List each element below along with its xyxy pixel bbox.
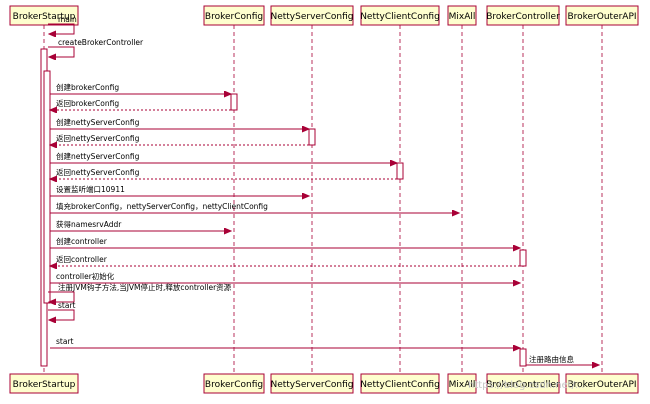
message-0: main bbox=[48, 15, 77, 34]
message-2: 创建brokerConfig bbox=[50, 82, 231, 94]
activation-bar bbox=[519, 348, 527, 367]
participant-label: NettyClientConfig bbox=[360, 380, 440, 390]
message-9: 填充brokerConfig，nettyServerConfig，nettyCl… bbox=[50, 201, 459, 213]
participant-label: NettyServerConfig bbox=[270, 380, 353, 390]
participant-boa-bottom: BrokerOuterAPI bbox=[565, 373, 639, 394]
message-label: 返回controller bbox=[56, 255, 108, 264]
message-6: 创建nettyServerConfig bbox=[50, 151, 397, 163]
message-label: start bbox=[58, 301, 76, 310]
activation-bar bbox=[396, 162, 404, 180]
message-label: 创建nettyServerConfig bbox=[56, 151, 140, 161]
participant-ncc-bottom: NettyClientConfig bbox=[360, 373, 440, 394]
message-label: 获得namesrvAddr bbox=[56, 219, 122, 229]
participant-nsc-bottom: NettyServerConfig bbox=[270, 373, 354, 394]
participant-bctl-top: BrokerController bbox=[486, 5, 560, 26]
participant-label: NettyServerConfig bbox=[270, 12, 353, 22]
message-4: 创建nettyServerConfig bbox=[50, 117, 309, 129]
message-11: 创建controller bbox=[50, 236, 520, 248]
activation-bar bbox=[43, 70, 51, 304]
message-label: 注册路由信息 bbox=[529, 354, 574, 364]
participant-bctl-bottom: BrokerController bbox=[486, 373, 560, 394]
participant-label: BrokerStartup bbox=[13, 380, 76, 390]
participant-bc-bottom: BrokerConfig bbox=[203, 373, 265, 394]
participant-label: BrokerOuterAPI bbox=[567, 12, 636, 22]
participant-bc-top: BrokerConfig bbox=[203, 5, 265, 26]
participant-bs-bottom: BrokerStartup bbox=[9, 373, 79, 394]
message-label: 设置监听端口10911 bbox=[56, 184, 125, 194]
participant-label: BrokerStartup bbox=[13, 12, 76, 22]
participant-label: NettyClientConfig bbox=[360, 12, 440, 22]
participant-bs-top: BrokerStartup bbox=[9, 5, 79, 26]
message-label: 返回nettyServerConfig bbox=[56, 168, 140, 177]
participant-nsc-top: NettyServerConfig bbox=[270, 5, 354, 26]
message-arrow bbox=[48, 23, 75, 34]
message-15: start bbox=[48, 301, 76, 320]
message-arrow bbox=[48, 291, 75, 302]
activation-bar bbox=[308, 128, 316, 146]
message-5: 返回nettyServerConfig bbox=[50, 134, 309, 145]
participant-ma-top: MixAll bbox=[447, 5, 477, 26]
message-label: 创建brokerConfig bbox=[56, 82, 119, 92]
message-13: controller初始化 bbox=[50, 271, 520, 283]
message-label: start bbox=[56, 337, 74, 346]
participant-ncc-top: NettyClientConfig bbox=[360, 5, 440, 26]
message-12: 返回controller bbox=[50, 255, 520, 266]
message-10: 获得namesrvAddr bbox=[50, 219, 231, 231]
participant-label: BrokerController bbox=[486, 12, 560, 22]
participant-label: BrokerOuterAPI bbox=[567, 380, 636, 390]
activation-bar bbox=[230, 93, 238, 111]
activation-bar bbox=[519, 249, 527, 267]
message-14: 注册JVM钩子方法,当JVM停止时,释放controller资源 bbox=[48, 282, 232, 302]
message-arrow bbox=[48, 309, 75, 320]
message-label: controller初始化 bbox=[56, 271, 115, 281]
participant-label: BrokerController bbox=[486, 380, 560, 390]
participant-boa-top: BrokerOuterAPI bbox=[565, 5, 639, 26]
participant-label: BrokerConfig bbox=[205, 380, 263, 390]
message-label: 填充brokerConfig，nettyServerConfig，nettyCl… bbox=[56, 201, 268, 211]
participant-label: MixAll bbox=[449, 12, 476, 22]
message-label: createBrokerController bbox=[58, 38, 144, 47]
message-label: 返回brokerConfig bbox=[56, 99, 119, 108]
message-8: 设置监听端口10911 bbox=[50, 184, 309, 196]
watermark-text: https://blog.csdn.net/... bbox=[468, 380, 585, 391]
message-label: main bbox=[58, 15, 77, 24]
message-label: 创建controller bbox=[56, 236, 108, 246]
message-16: start bbox=[50, 337, 520, 348]
message-3: 返回brokerConfig bbox=[50, 99, 231, 110]
message-17: 注册路由信息 bbox=[526, 354, 599, 365]
message-arrow bbox=[48, 46, 75, 57]
message-7: 返回nettyServerConfig bbox=[50, 168, 397, 179]
participant-label: BrokerConfig bbox=[205, 12, 263, 22]
message-label: 创建nettyServerConfig bbox=[56, 117, 140, 127]
message-label: 注册JVM钩子方法,当JVM停止时,释放controller资源 bbox=[58, 282, 232, 292]
participant-ma-bottom: MixAll bbox=[447, 373, 477, 394]
message-label: 返回nettyServerConfig bbox=[56, 134, 140, 143]
message-1: createBrokerController bbox=[48, 38, 144, 57]
participant-label: MixAll bbox=[449, 380, 476, 390]
